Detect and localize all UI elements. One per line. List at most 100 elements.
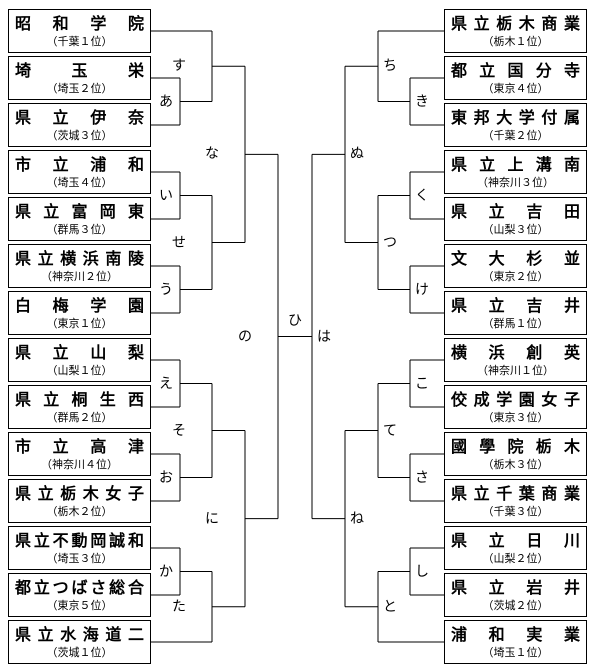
team-name: 佼成学園女子 (451, 390, 580, 409)
match-label-tsu: つ (379, 232, 401, 253)
match-label-u: う (155, 279, 177, 300)
team-prefecture-rank: （東京３位） (482, 411, 549, 424)
team-prefecture-rank: （栃木３位） (482, 458, 549, 471)
right-team-3: 東邦大学付属 （千葉２位） (444, 103, 587, 147)
left-team-10: 市立高津 （神奈川４位） (8, 432, 151, 476)
team-prefecture-rank: （栃木２位） (46, 505, 113, 518)
match-label-hi: ひ (284, 310, 306, 331)
match-label-ne: ね (346, 508, 368, 529)
team-prefecture-rank: （埼玉３位） (46, 552, 113, 565)
match-label-ki: き (411, 91, 433, 112)
team-name: 県立富岡東 (15, 202, 144, 221)
team-name: 県立日川 (451, 531, 580, 550)
team-prefecture-rank: （神奈川１位） (477, 364, 554, 377)
team-prefecture-rank: （山梨３位） (482, 223, 549, 236)
left-team-2: 埼玉栄 （埼玉２位） (8, 56, 151, 100)
team-prefecture-rank: （千葉２位） (482, 129, 549, 142)
team-prefecture-rank: （東京５位） (46, 599, 113, 612)
match-label-ta: た (168, 596, 190, 617)
match-label-shi: し (411, 561, 433, 582)
left-team-9: 県立桐生西（群馬２位） (8, 385, 151, 429)
match-label-ke: け (411, 279, 433, 300)
team-name: 県立山梨 (15, 343, 144, 362)
right-team-1: 県立栃木商業（栃木１位） (444, 9, 587, 53)
team-name: 県立岩井 (451, 578, 580, 597)
team-prefecture-rank: （千葉１位） (46, 35, 113, 48)
match-label-ko: こ (411, 373, 433, 394)
team-prefecture-rank: （東京４位） (482, 82, 549, 95)
right-team-8: 横浜創英 （神奈川１位） (444, 338, 587, 382)
left-team-4: 市立浦和（埼玉４位） (8, 150, 151, 194)
team-name: 埼玉栄 (15, 61, 144, 80)
match-label-na: な (201, 144, 223, 165)
team-name: 県立千葉商業 (451, 484, 580, 503)
team-name: 県立水海道二 (15, 625, 144, 644)
right-team-2: 都立国分寺 （東京４位） (444, 56, 587, 100)
right-team-14: 浦和実業 （埼玉１位） (444, 620, 587, 664)
team-prefecture-rank: （埼玉１位） (482, 646, 549, 659)
left-team-6: 県立横浜南陵（神奈川２位） (8, 244, 151, 288)
match-label-a: あ (155, 91, 177, 112)
team-prefecture-rank: （茨城２位） (482, 599, 549, 612)
right-team-9: 佼成学園女子 （東京３位） (444, 385, 587, 429)
left-team-7: 白梅学園 （東京１位） (8, 291, 151, 335)
right-team-4: 県立上溝南 （神奈川３位） (444, 150, 587, 194)
team-prefecture-rank: （神奈川３位） (477, 176, 554, 189)
team-name: 浦和実業 (451, 625, 580, 644)
team-prefecture-rank: （茨城１位） (46, 646, 113, 659)
right-team-12: 県立日川（山梨２位） (444, 526, 587, 570)
left-team-8: 県立山梨（山梨１位） (8, 338, 151, 382)
match-label-no: の (234, 326, 256, 347)
match-label-ku: く (411, 185, 433, 206)
left-team-13: 都立つばさ総合 （東京５位） (8, 573, 151, 617)
left-team-12: 県立不動岡誠和 （埼玉３位） (8, 526, 151, 570)
match-label-chi: ち (379, 56, 401, 77)
team-name: 県立桐生西 (15, 390, 144, 409)
match-label-ka: か (155, 561, 177, 582)
match-label-se: せ (168, 232, 190, 253)
left-team-5: 県立富岡東 （群馬３位） (8, 197, 151, 241)
team-name: 白梅学園 (15, 296, 144, 315)
team-name: 横浜創英 (451, 343, 580, 362)
team-name: 県立栃木商業 (451, 14, 580, 33)
right-team-7: 県立吉井 （群馬１位） (444, 291, 587, 335)
match-label-te: て (379, 420, 401, 441)
left-team-11: 県立栃木女子（栃木２位） (8, 479, 151, 523)
team-name: 都立国分寺 (451, 61, 580, 80)
match-label-su: す (168, 56, 190, 77)
team-prefecture-rank: （埼玉４位） (46, 176, 113, 189)
team-name: 県立上溝南 (451, 155, 580, 174)
team-name: 県立伊奈 (15, 108, 144, 127)
team-prefecture-rank: （群馬１位） (482, 317, 549, 330)
team-prefecture-rank: （茨城３位） (46, 129, 113, 142)
match-label-to: と (379, 596, 401, 617)
match-label-i: い (155, 185, 177, 206)
team-prefecture-rank: （東京１位） (46, 317, 113, 330)
match-label-e: え (155, 373, 177, 394)
match-label-so: そ (168, 420, 190, 441)
left-team-1: 昭和学院 （千葉１位） (8, 9, 151, 53)
team-name: 文大杉並 (451, 249, 580, 268)
team-prefecture-rank: （神奈川４位） (41, 458, 118, 471)
team-name: 昭和学院 (15, 14, 144, 33)
team-prefecture-rank: （群馬３位） (46, 223, 113, 236)
team-name: 國學院栃木 (451, 437, 580, 456)
team-name: 県立吉井 (451, 296, 580, 315)
right-team-6: 文大杉並 （東京２位） (444, 244, 587, 288)
team-name: 県立不動岡誠和 (15, 531, 144, 550)
team-name: 市立高津 (15, 437, 144, 456)
match-label-ha: は (313, 326, 335, 347)
team-prefecture-rank: （埼玉２位） (46, 82, 113, 95)
team-name: 都立つばさ総合 (15, 578, 144, 597)
team-prefecture-rank: （東京２位） (482, 270, 549, 283)
right-team-11: 県立千葉商業（千葉３位） (444, 479, 587, 523)
right-team-5: 県立吉田（山梨３位） (444, 197, 587, 241)
team-name: 東邦大学付属 (451, 108, 580, 127)
match-label-sa: さ (411, 467, 433, 488)
team-prefecture-rank: （神奈川２位） (41, 270, 118, 283)
match-label-ni: に (201, 508, 223, 529)
right-team-13: 県立岩井 （茨城２位） (444, 573, 587, 617)
left-team-14: 県立水海道二 （茨城１位） (8, 620, 151, 664)
